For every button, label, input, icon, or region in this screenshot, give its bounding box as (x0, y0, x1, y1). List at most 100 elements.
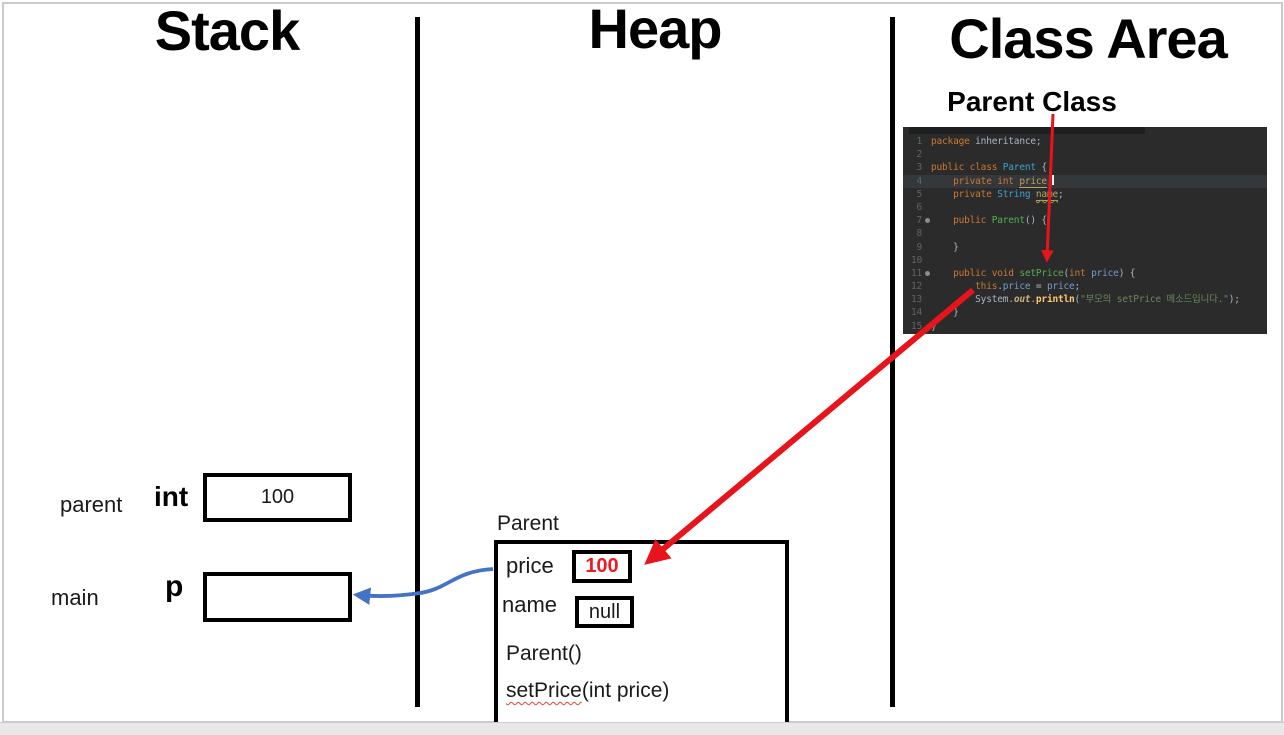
class-area-parent-class-label: Parent Class (947, 86, 1117, 117)
slide-bottom-margin (0, 722, 1284, 735)
code-token: } (931, 241, 959, 253)
code-token: . (1008, 294, 1014, 306)
code-line: 7 public Parent() { (903, 214, 1267, 227)
code-line: 10 (903, 254, 1267, 267)
heap-field-value-box-name: null (575, 596, 634, 628)
line-number: 14 (910, 307, 922, 319)
code-token: ( (1074, 294, 1081, 306)
code-token: this (975, 281, 998, 293)
code-token: name (1035, 188, 1058, 201)
line-number: 11 (910, 267, 922, 279)
code-token: System (975, 294, 1009, 306)
stack-var-name-p: p (165, 570, 184, 603)
code-line: 4 private int price; (903, 174, 1267, 188)
code-token: ; (1074, 281, 1081, 293)
code-token (931, 268, 953, 279)
code-line: 14 } (903, 306, 1267, 319)
code-token: String (997, 188, 1031, 200)
stack-var-type-int: int (154, 481, 189, 512)
code-token: price (1046, 281, 1075, 293)
code-line: 8 (903, 227, 1267, 240)
code-token: Parent (1002, 162, 1036, 174)
stack-frame-label-main: main (51, 585, 99, 610)
line-number: 10 (910, 254, 922, 266)
text-caret (1052, 174, 1054, 185)
line-number: 5 (916, 188, 922, 200)
code-token: inheritance; (969, 136, 1042, 147)
code-token: out (1013, 294, 1031, 306)
line-number: 15 (910, 320, 922, 332)
code-token: public class (931, 162, 998, 174)
heap-field-value-name: null (588, 600, 621, 623)
code-token (931, 281, 975, 292)
heap-field-value-price: 100 (585, 555, 619, 577)
column-title-heap: Heap (588, 0, 723, 60)
code-token: } (931, 307, 959, 319)
line-number: 4 (916, 175, 922, 187)
code-token: } (931, 320, 937, 332)
stack-frame-label-parent: parent (60, 492, 123, 517)
heap-object-class-label: Parent (497, 512, 559, 535)
heap-method-setprice: setPrice(int price) (506, 679, 669, 703)
code-token: () { (1024, 215, 1047, 227)
line-number: 13 (910, 294, 922, 306)
heap-object-box: price 100 name null Parent() setPrice(in… (494, 540, 789, 727)
code-token (931, 189, 953, 200)
code-token: private (953, 188, 992, 200)
code-token: setPrice (1019, 267, 1064, 279)
code-token: println (1035, 294, 1075, 306)
code-line: 2 (903, 148, 1267, 161)
column-title-class-area: Class Area (949, 7, 1227, 70)
code-token: price (1002, 281, 1031, 293)
stack-reference-box-p (203, 572, 352, 622)
code-token (931, 176, 953, 187)
code-token (931, 294, 975, 305)
code-line: 6 (903, 201, 1267, 214)
line-number: 7 (916, 215, 922, 227)
code-token: ; (1057, 188, 1064, 200)
code-token: ) { (1118, 267, 1136, 279)
code-line: 5 private String name; (903, 188, 1267, 201)
line-number: 9 (916, 241, 922, 253)
code-token: public (953, 215, 987, 227)
heap-method-constructor: Parent() (506, 642, 582, 665)
line-number: 8 (916, 228, 922, 240)
stack-value-box-int: 100 (203, 473, 352, 522)
heap-field-label-name: name (502, 592, 558, 617)
divider-stack-heap (415, 17, 420, 707)
heap-method-setprice-args: (int price) (581, 679, 670, 702)
code-line: 9 } (903, 241, 1267, 254)
line-number: 1 (916, 136, 922, 147)
code-token: price (1019, 175, 1047, 188)
code-token: . (1030, 294, 1036, 306)
code-line: 15} (903, 320, 1267, 333)
code-token: { (1035, 162, 1047, 174)
line-number: 6 (916, 201, 922, 213)
code-token: . (997, 281, 1003, 293)
code-token: int (1069, 267, 1086, 279)
code-token: "부모의 setPrice 메소드입니다." (1080, 294, 1229, 306)
code-line: 11 public void setPrice(int price) { (903, 267, 1267, 280)
gutter-method-marker-icon (922, 267, 931, 280)
code-line: 13 System.out.println("부모의 setPrice 메소드입… (903, 293, 1267, 306)
divider-heap-class-area (890, 17, 895, 707)
gutter-method-marker-icon (922, 214, 931, 227)
column-title-stack: Stack (154, 0, 300, 62)
code-token: price (1091, 267, 1119, 279)
code-token: = (1030, 281, 1047, 293)
heap-field-value-box-price: 100 (572, 550, 632, 583)
stack-value-int: 100 (260, 486, 295, 508)
code-token (931, 215, 953, 226)
line-number: 2 (916, 149, 922, 161)
code-token: private int (953, 175, 1014, 187)
code-token: Parent (991, 215, 1025, 227)
editor-tab-fragment (909, 127, 1145, 134)
code-token: public void (953, 267, 1014, 279)
arrow-heap-object-to-p-reference (352, 567, 494, 605)
code-line: 12 this.price = price; (903, 280, 1267, 293)
